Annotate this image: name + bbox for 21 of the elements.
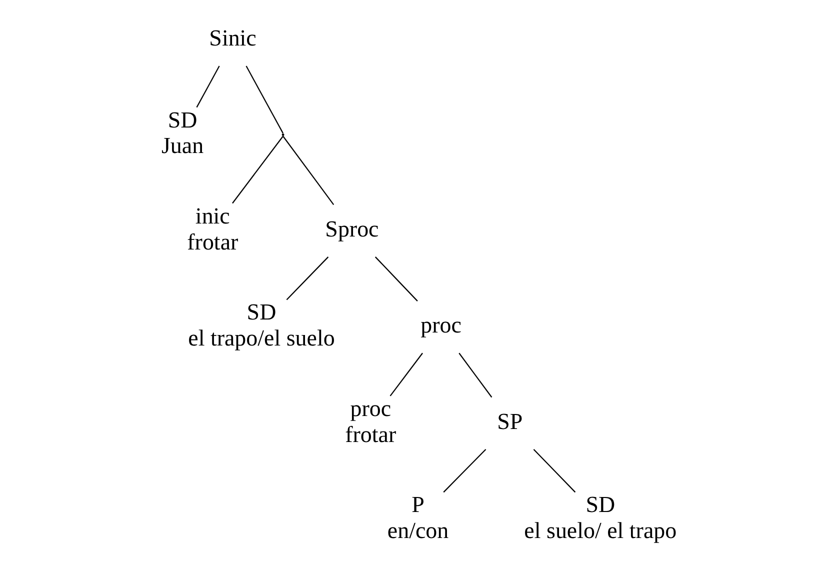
connector	[196, 66, 220, 108]
node-text: SD el trapo/el suelo	[188, 300, 335, 351]
connector	[533, 448, 576, 493]
node-text: proc frotar	[345, 396, 396, 447]
connector	[286, 256, 329, 300]
connector	[458, 352, 492, 398]
node-text: SD el suelo/ el trapo	[524, 492, 677, 543]
connector	[246, 66, 284, 134]
node-text: Sinic	[209, 25, 256, 50]
node-text: P en/con	[387, 492, 449, 543]
connector	[390, 352, 423, 396]
connector	[374, 256, 418, 302]
node-text: Sproc	[325, 216, 379, 242]
connector	[232, 136, 284, 204]
node-text: proc	[420, 312, 462, 338]
node-text: SP	[497, 408, 523, 434]
connector	[282, 136, 334, 206]
node-text: inic frotar	[187, 203, 238, 254]
node-point	[282, 134, 284, 136]
connector	[443, 448, 486, 493]
node-text: SD Juan	[161, 107, 204, 158]
